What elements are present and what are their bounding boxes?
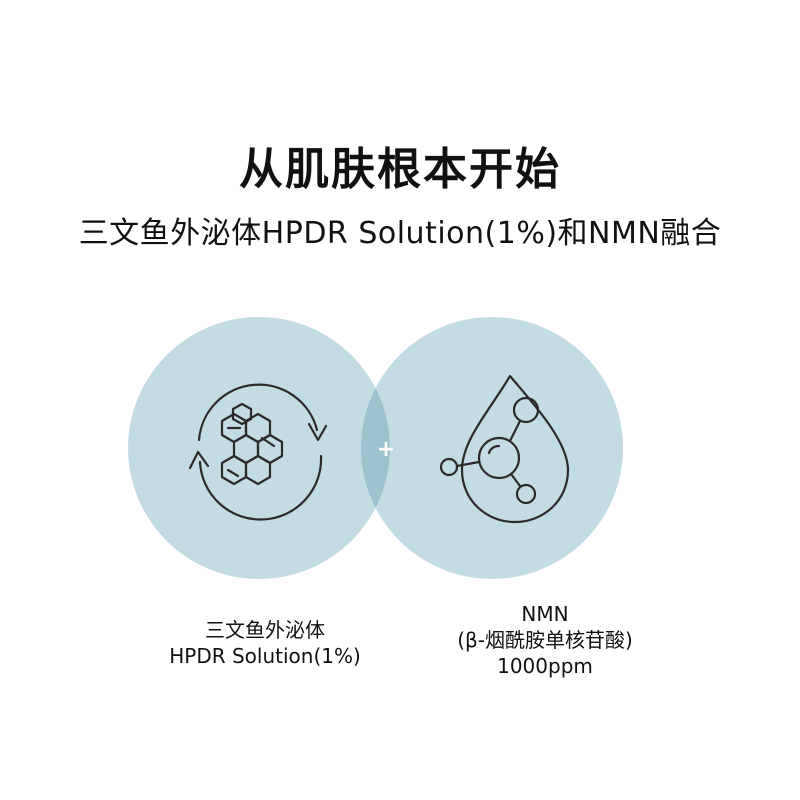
subhead: 三文鱼外泌体HPDR Solution(1%)和NMN融合 <box>78 216 722 251</box>
plus-sign: + <box>377 437 395 462</box>
right-caption: NMN (β-烟酰胺单核苷酸) 1000ppm <box>395 601 695 679</box>
left-caption-line2: HPDR Solution(1%) <box>169 644 361 668</box>
hexagon-molecule-cycle-icon <box>188 383 328 521</box>
water-drop-molecule-icon <box>439 374 570 524</box>
headline: 从肌肤根本开始 <box>239 144 561 195</box>
left-caption-line1: 三文鱼外泌体 <box>205 618 325 642</box>
left-caption: 三文鱼外泌体 HPDR Solution(1%) <box>130 617 400 669</box>
right-caption-line3: 1000ppm <box>497 654 593 678</box>
right-caption-line1: NMN <box>521 602 569 626</box>
right-caption-line2: (β-烟酰胺单核苷酸) <box>457 628 633 652</box>
